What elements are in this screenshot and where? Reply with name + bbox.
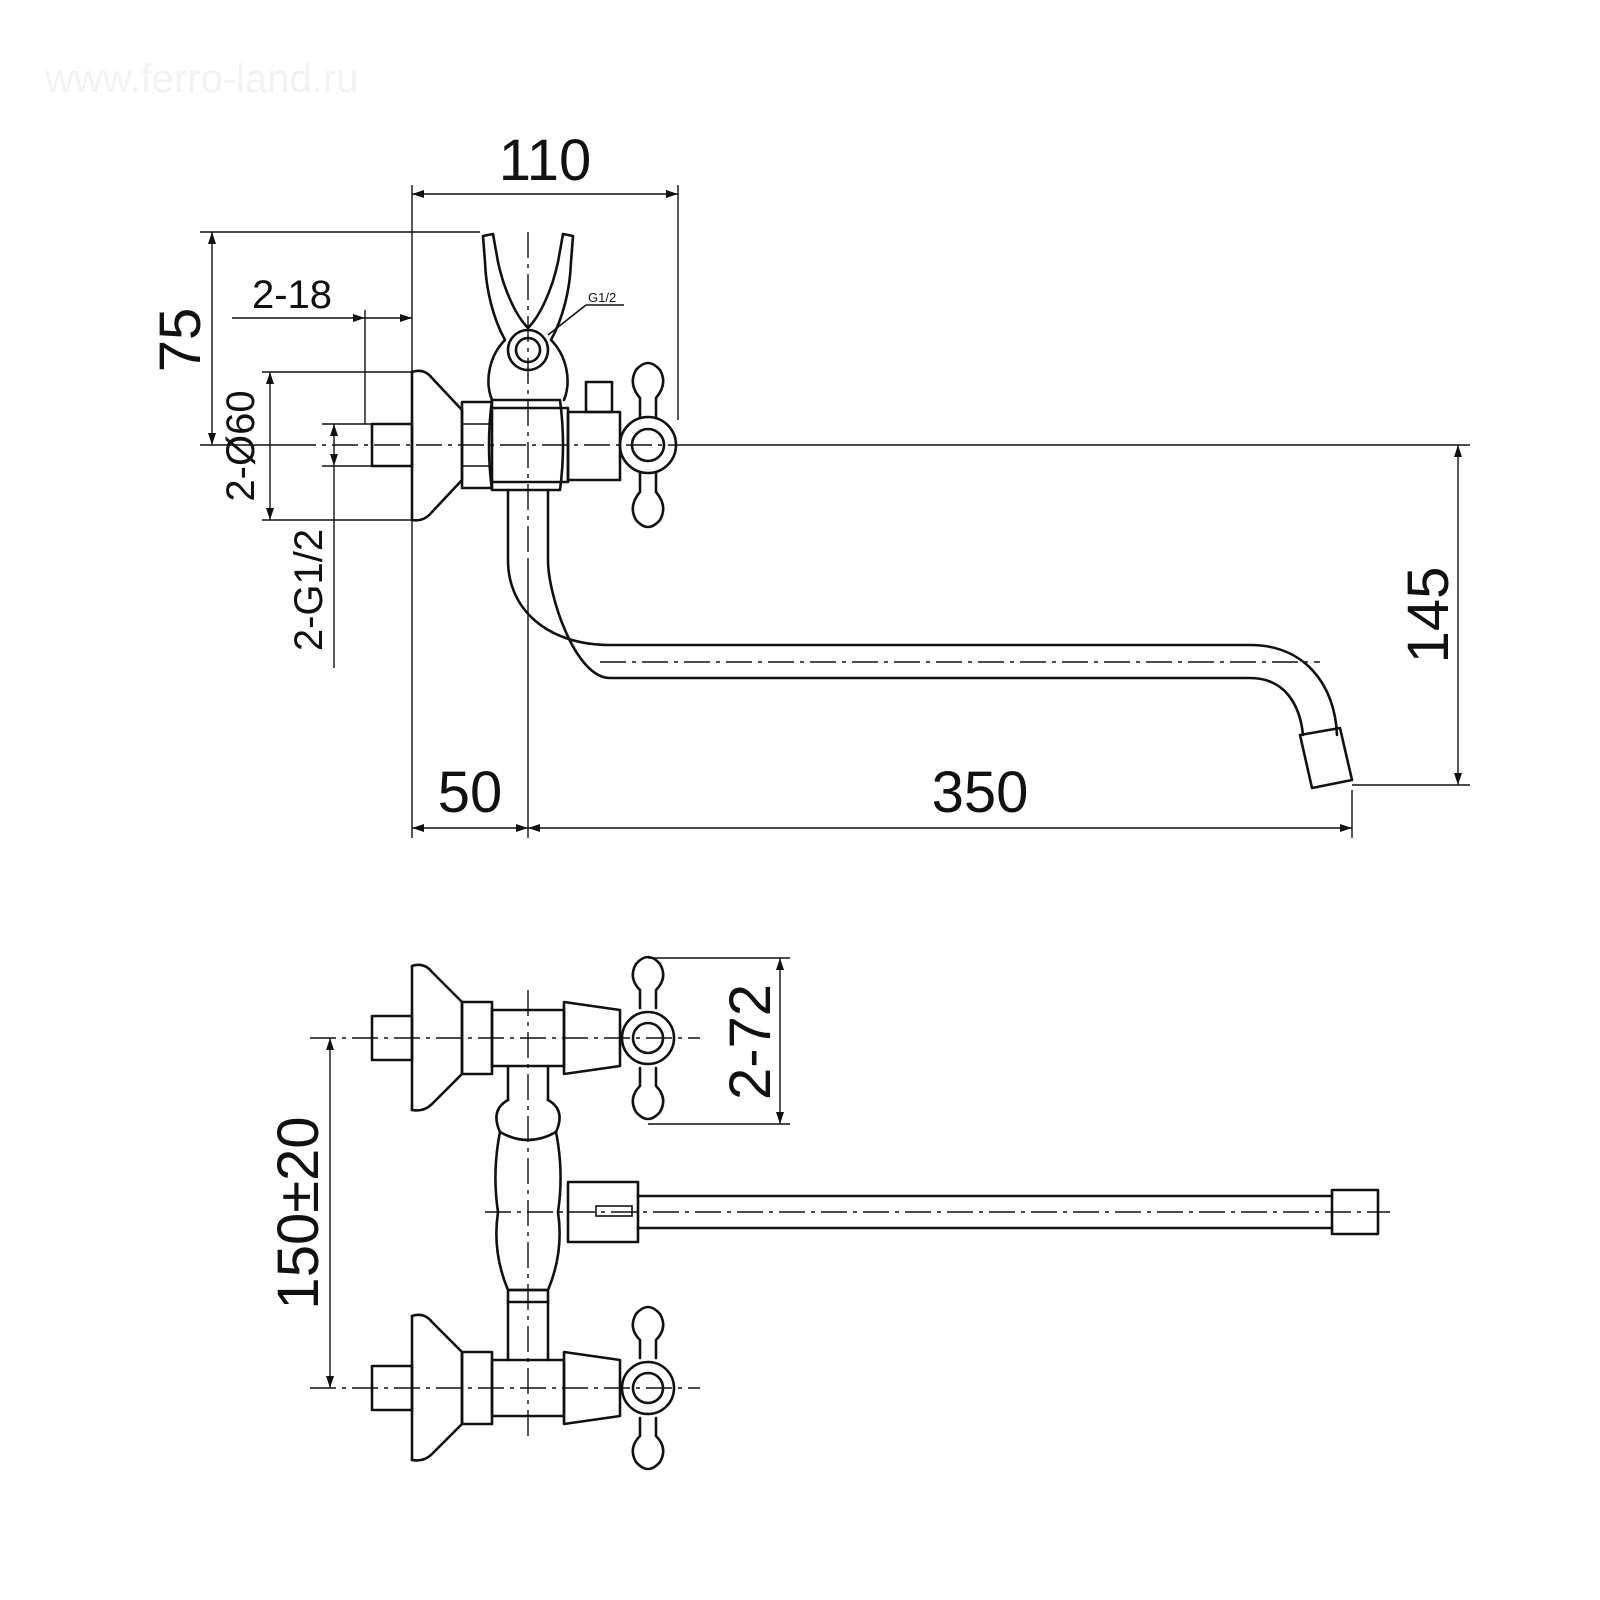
front-view-centerlines <box>310 990 1390 1440</box>
dim-145: 145 <box>1396 567 1461 664</box>
dim-350: 350 <box>932 760 1029 825</box>
watermark-text: www.ferro-land.ru <box>44 57 358 101</box>
shower-holder: G1/2 <box>481 232 624 402</box>
side-view-centerlines <box>290 232 1320 663</box>
dim-2-72: 2-72 <box>718 984 783 1100</box>
dim-110: 110 <box>499 128 591 193</box>
dim-2-18: 2-18 <box>252 273 332 317</box>
holder-thread-label: G1/2 <box>588 290 616 305</box>
dim-2-g1-2: 2-G1/2 <box>287 529 331 651</box>
dim-50: 50 <box>438 760 503 825</box>
central-body <box>494 1064 640 1362</box>
valve-body <box>487 380 622 492</box>
front-view: 2-72 150±20 <box>266 955 1390 1471</box>
cross-handle-side <box>618 361 678 529</box>
dim-2-diameter-60: 2-Ø60 <box>219 390 263 501</box>
dim-75: 75 <box>148 308 213 373</box>
lower-valve <box>370 1305 676 1471</box>
upper-valve <box>370 955 676 1121</box>
front-view-dimensions: 2-72 150±20 <box>266 957 790 1388</box>
spout-side <box>506 488 1354 790</box>
side-view: G1/2 110 <box>148 128 1470 838</box>
spout-top <box>636 1188 1380 1236</box>
side-view-dimensions: 110 75 2-18 2-Ø60 <box>148 128 1470 838</box>
dim-150-plus-minus-20: 150±20 <box>266 1116 331 1309</box>
